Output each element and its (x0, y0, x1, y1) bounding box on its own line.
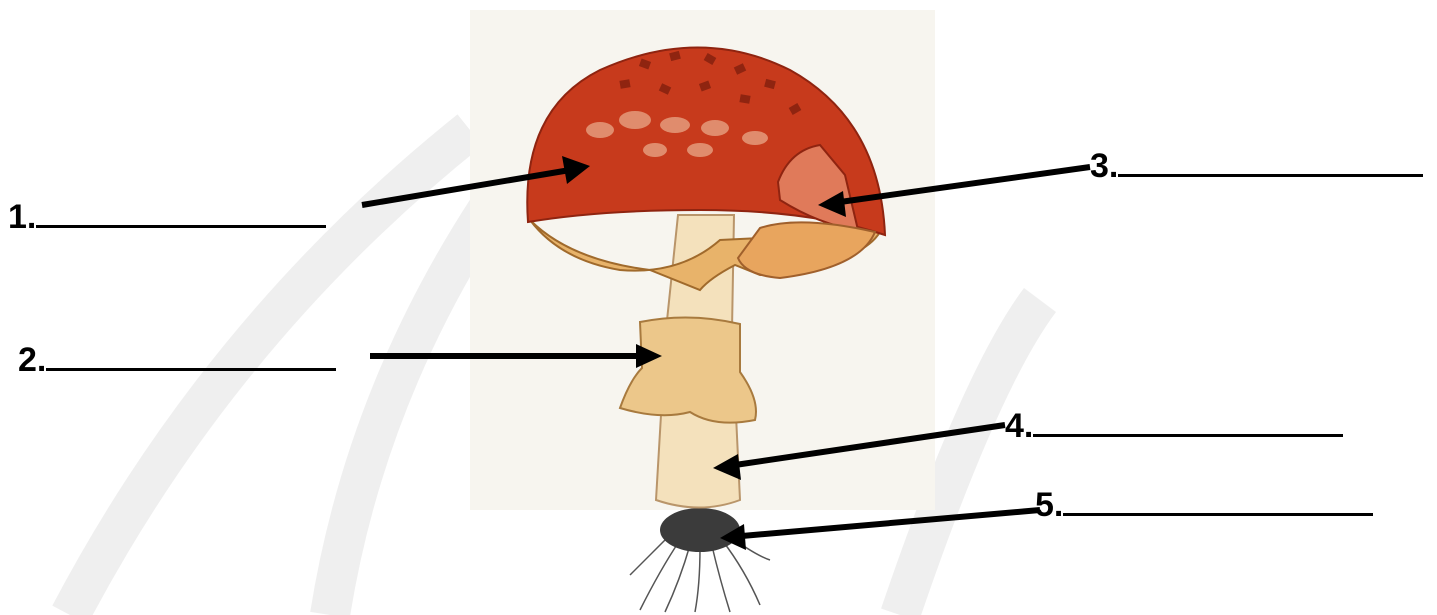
ring (620, 317, 756, 422)
volva-base (660, 508, 740, 552)
label-3-number: 3. (1090, 147, 1118, 185)
answer-blank-5[interactable] (1063, 483, 1373, 516)
label-1-number: 1. (8, 198, 36, 236)
label-5: 5. (1035, 483, 1373, 522)
label-4-number: 4. (1005, 407, 1033, 445)
label-2: 2. (18, 338, 336, 377)
label-1: 1. (8, 195, 326, 234)
label-5-number: 5. (1035, 486, 1063, 524)
label-4: 4. (1005, 404, 1343, 443)
answer-blank-3[interactable] (1118, 144, 1423, 177)
answer-blank-2[interactable] (46, 338, 336, 371)
arrow-5 (720, 510, 1040, 550)
label-2-number: 2. (18, 341, 46, 379)
label-3: 3. (1090, 144, 1423, 183)
answer-blank-1[interactable] (36, 195, 326, 228)
answer-blank-4[interactable] (1033, 404, 1343, 437)
